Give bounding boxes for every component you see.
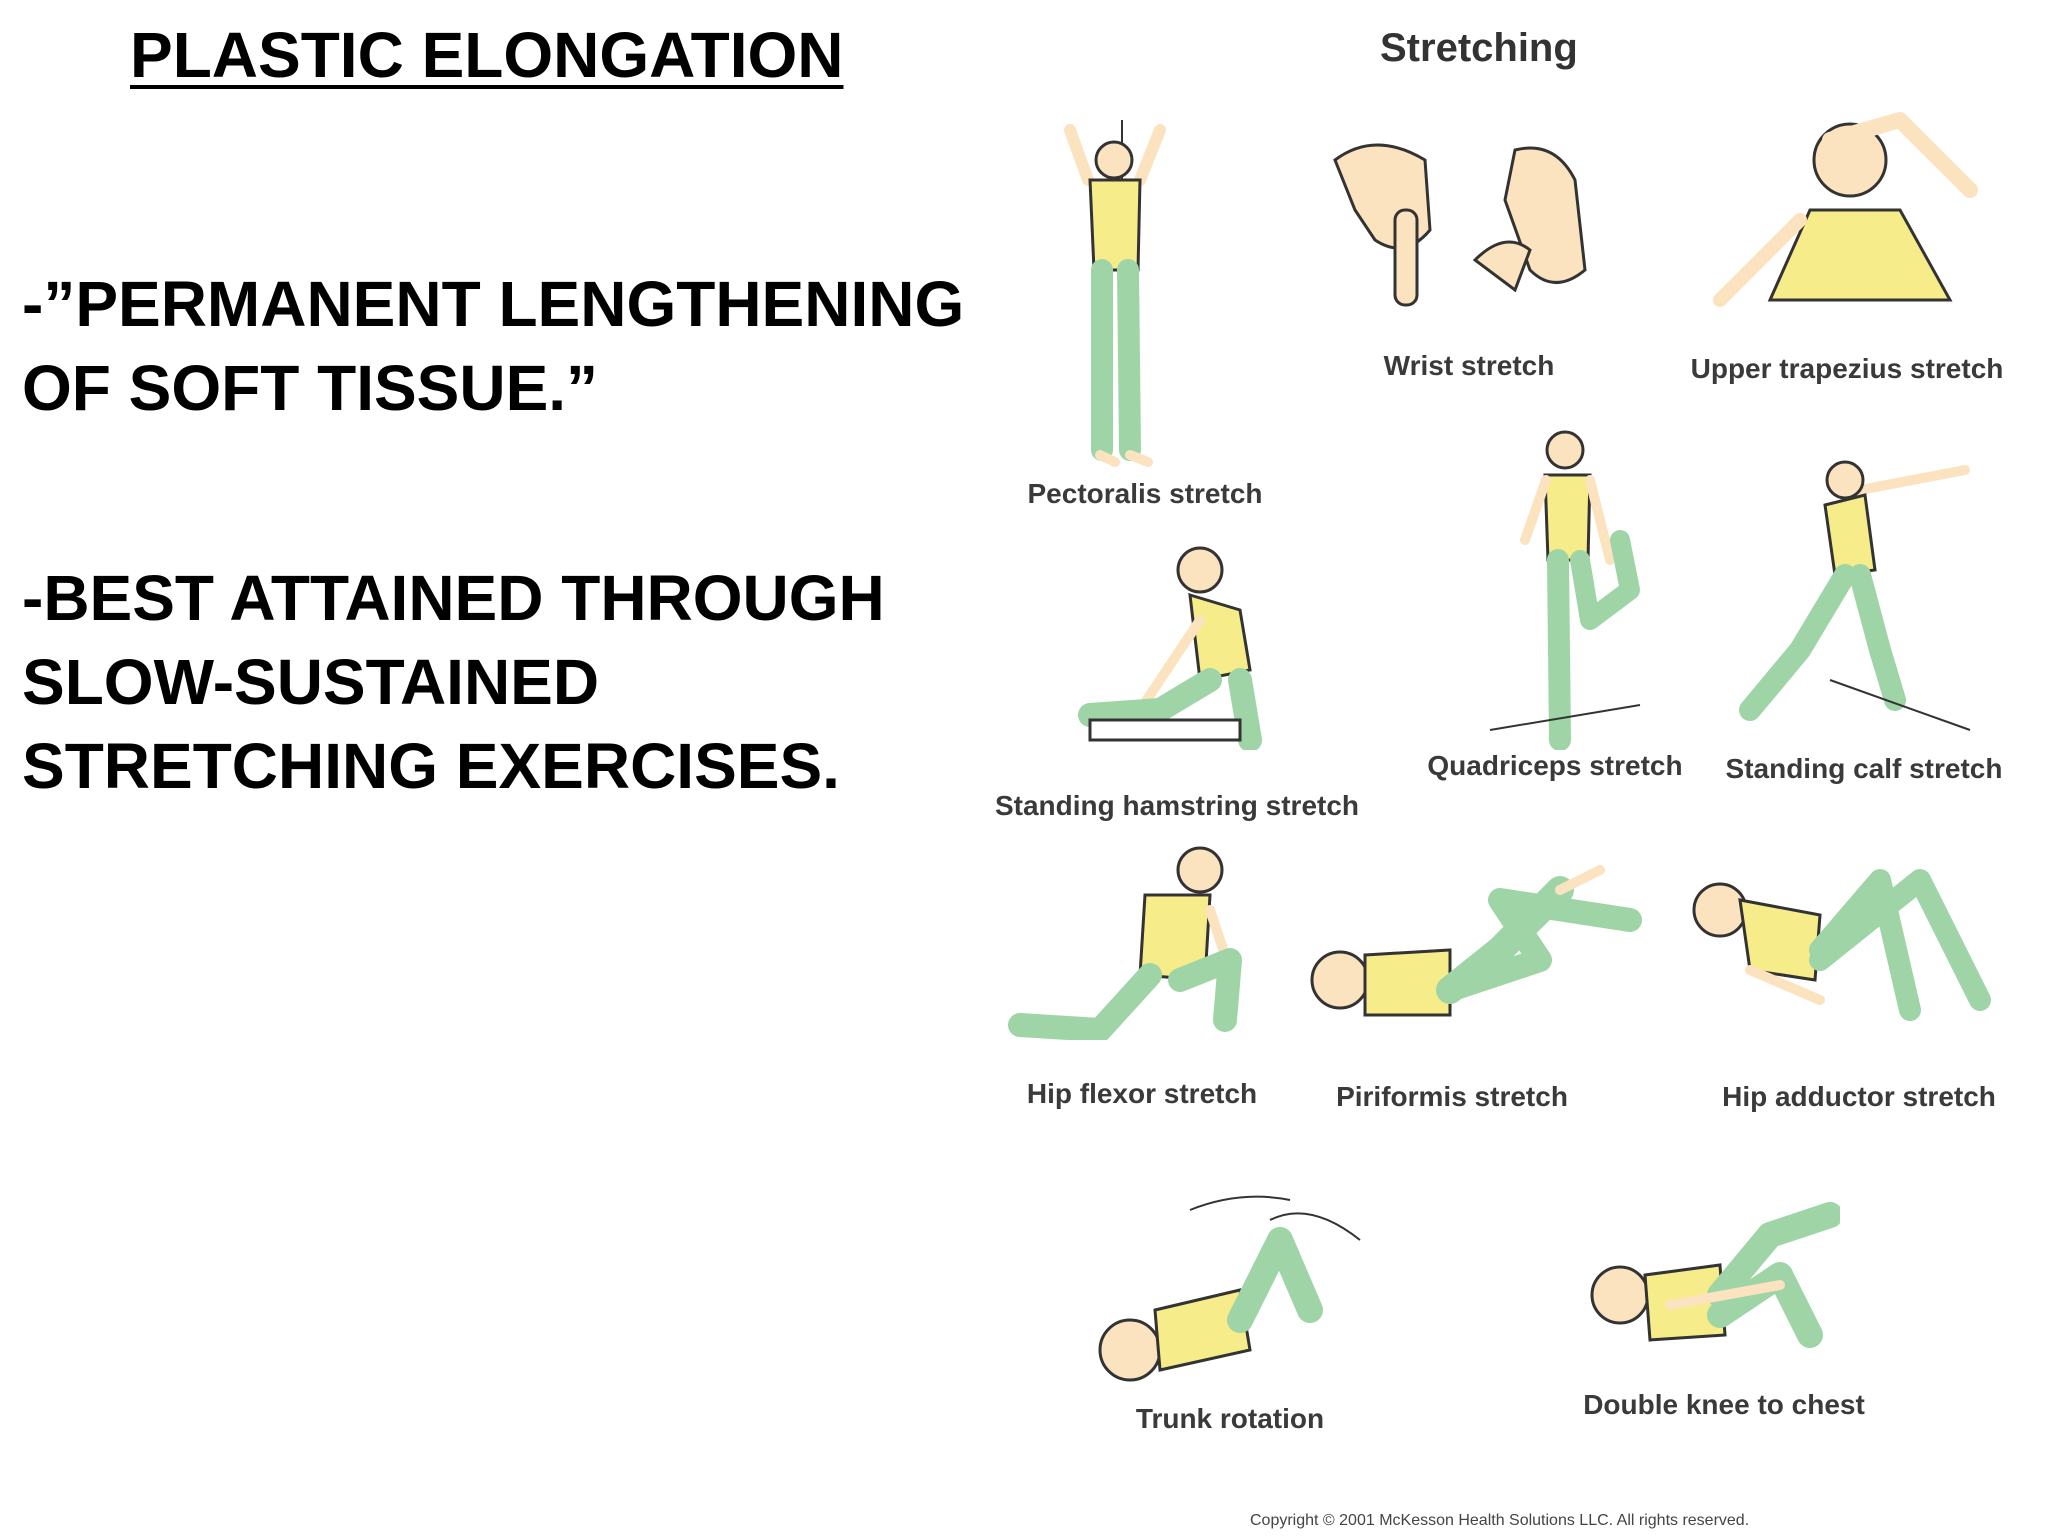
- exercise-label-pectoralis: Pectoralis stretch: [1027, 478, 1263, 509]
- hip-adductor-stretch-illustration: [1680, 860, 2020, 1040]
- exercise-label-trunk-rotation: Trunk rotation: [1135, 1403, 1325, 1434]
- exercise-label-upper-trapezius: Upper trapezius stretch: [1690, 353, 2004, 384]
- slide-title: PLASTIC ELONGATION: [130, 19, 844, 91]
- exercise-label-hip-flexor: Hip flexor stretch: [1026, 1078, 1258, 1109]
- wrist-stretch-illustration: [1315, 120, 1625, 310]
- exercise-label-quadriceps: Quadriceps stretch: [1427, 750, 1683, 781]
- figure-title: Stretching: [1380, 26, 1578, 70]
- double-knee-to-chest-illustration: [1580, 1185, 1843, 1380]
- hip-flexor-stretch-illustration: [980, 840, 1280, 1042]
- exercise-label-hip-adductor: Hip adductor stretch: [1722, 1081, 1996, 1112]
- bullet-best-attained: -BEST ATTAINED THROUGH SLOW-SUSTAINED ST…: [22, 562, 885, 802]
- trunk-rotation-illustration: [1070, 1180, 1380, 1400]
- exercise-label-wrist: Wrist stretch: [1383, 350, 1555, 381]
- exercise-label-piriformis: Piriformis stretch: [1336, 1081, 1568, 1112]
- exercise-label-double-knee: Double knee to chest: [1583, 1389, 1865, 1420]
- standing-calf-stretch-illustration: [1720, 450, 1980, 750]
- quadriceps-stretch-illustration: [1480, 420, 1650, 751]
- upper-trapezius-stretch-illustration: [1700, 100, 1990, 320]
- stretching-figure: Stretching Pectoralis stretch Wrist stre…: [980, 0, 2048, 1536]
- standing-hamstring-stretch-illustration: [1050, 540, 1310, 752]
- bullet-permanent-lengthening: -”PERMANENT LENGTHENING OF SOFT TISSUE.”: [22, 268, 965, 424]
- copyright-notice: Copyright © 2001 McKesson Health Solutio…: [1250, 1512, 1750, 1529]
- exercise-label-standing-calf: Standing calf stretch: [1725, 753, 2003, 784]
- piriformis-stretch-illustration: [1300, 830, 1660, 1040]
- exercise-label-standing-hamstring: Standing hamstring stretch: [994, 790, 1360, 821]
- pectoralis-stretch-illustration: [1040, 110, 1180, 480]
